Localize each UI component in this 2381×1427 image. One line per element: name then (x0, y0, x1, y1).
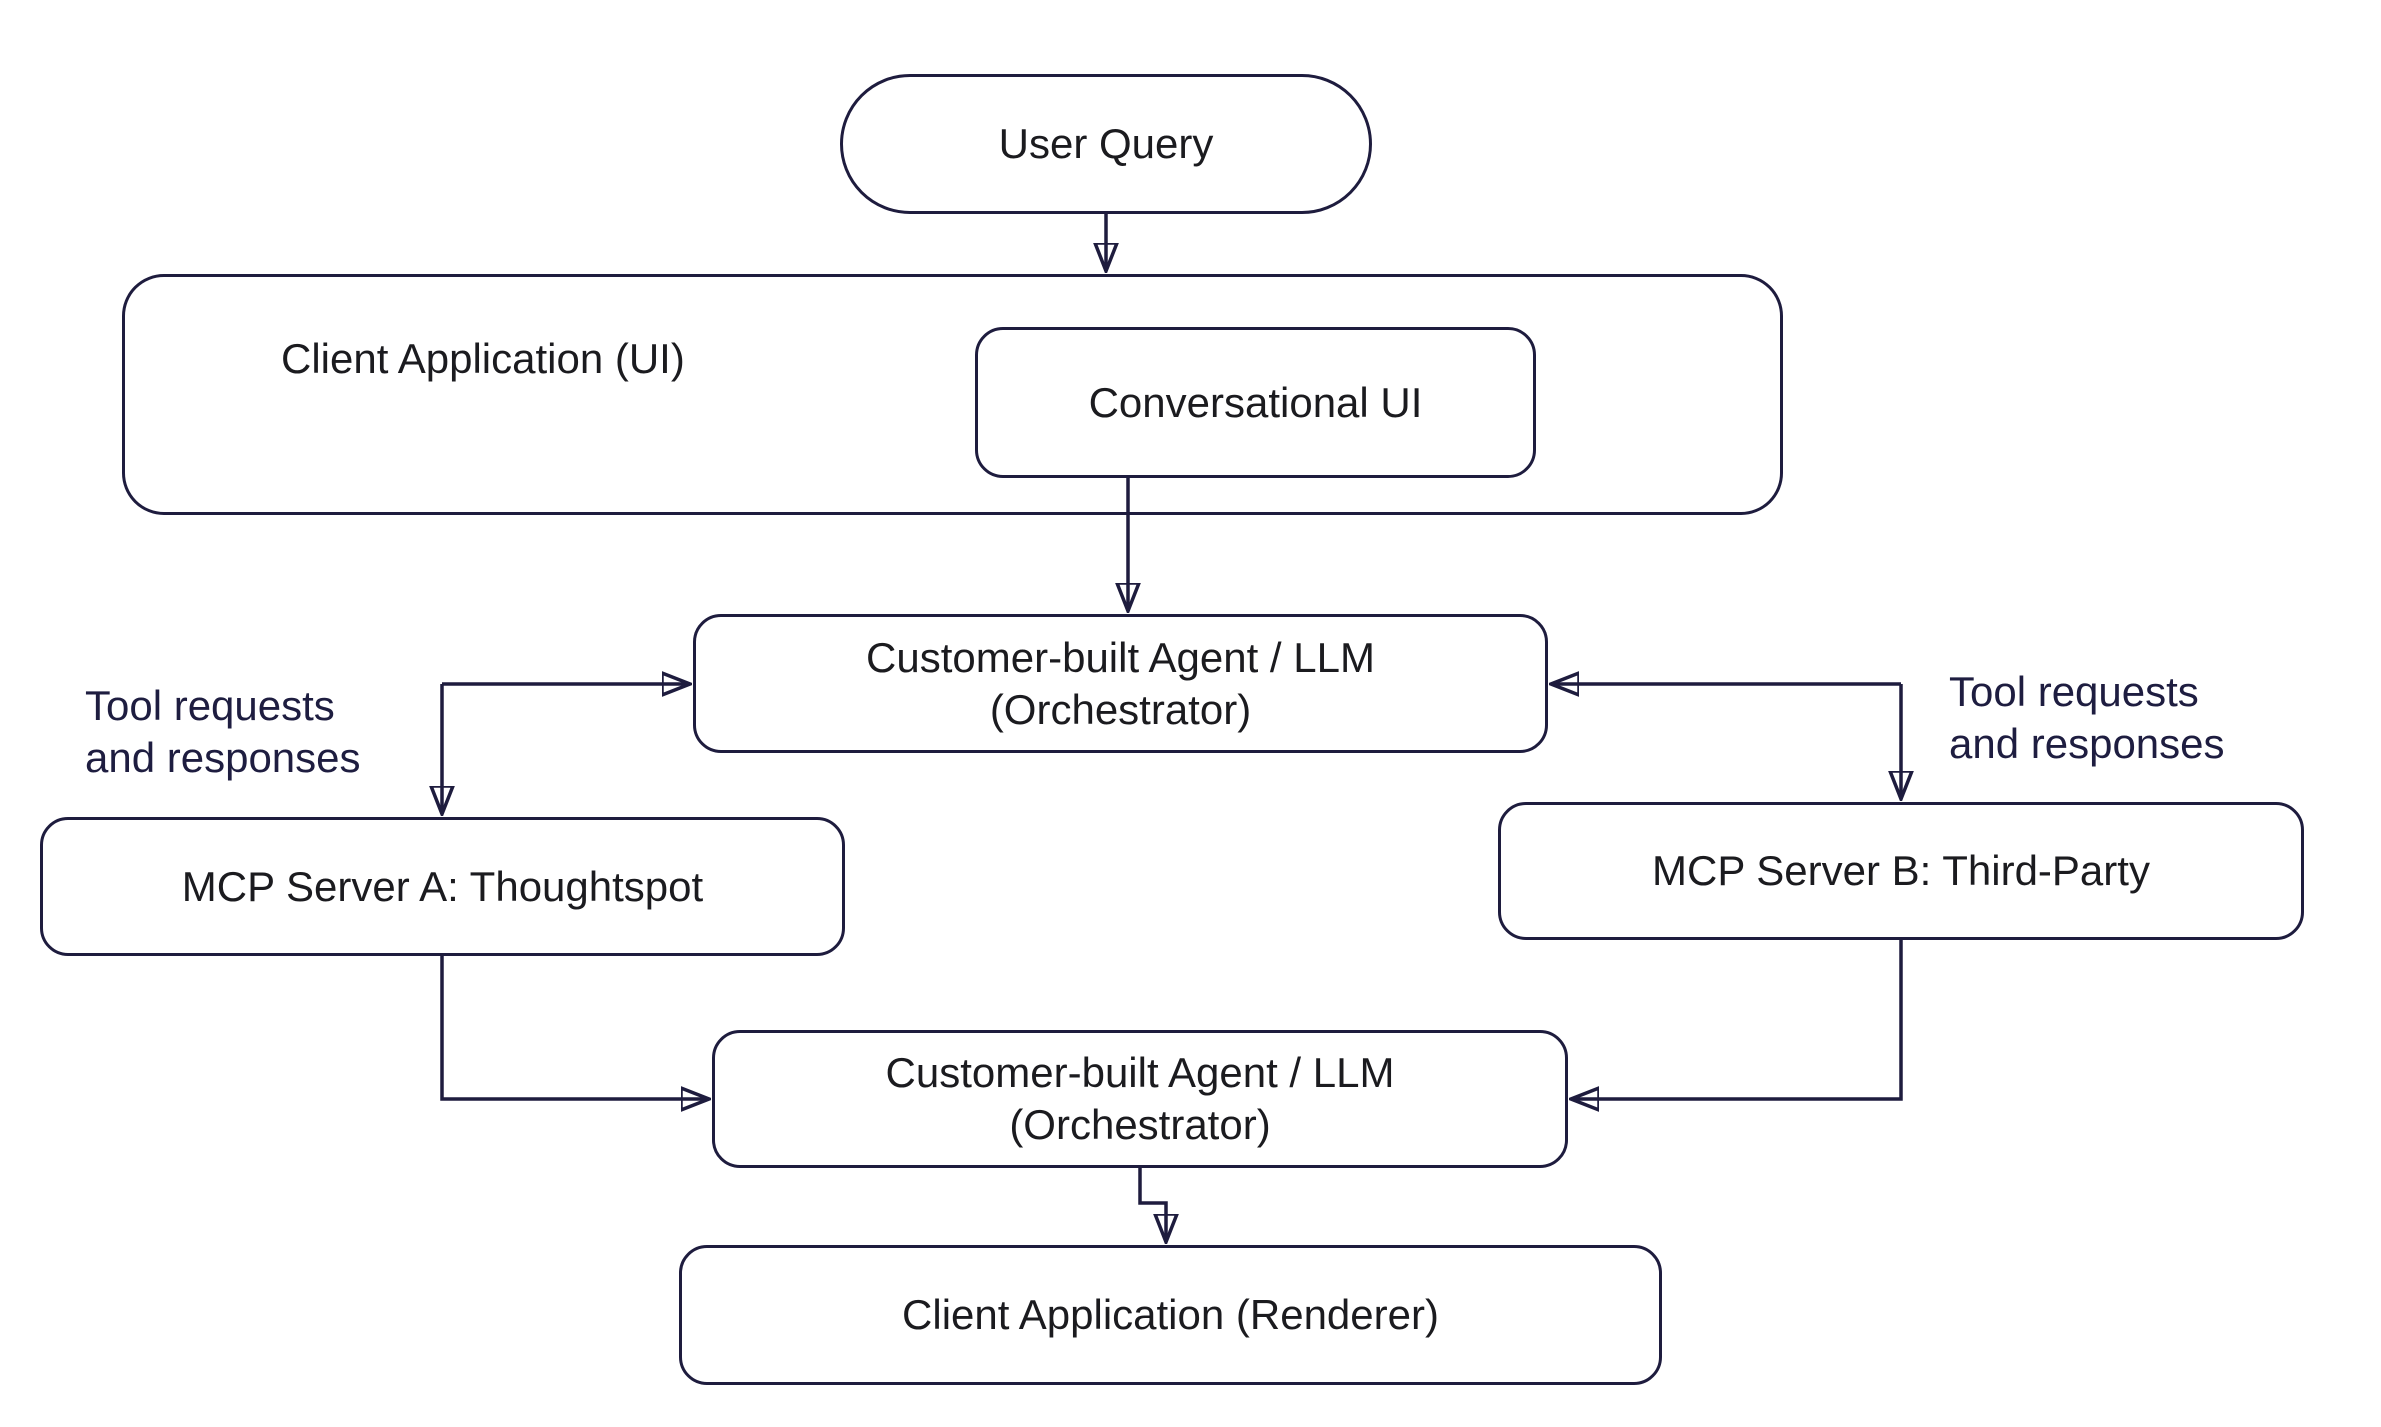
node-client-application-renderer-label: Client Application (Renderer) (902, 1291, 1439, 1338)
node-orchestrator-top-label-line2: (Orchestrator) (989, 685, 1252, 733)
edge-orchestrator-bottom-to-renderer (1138, 1168, 1166, 1242)
node-conversational-ui: Conversational UI (975, 327, 1536, 478)
edge-label-left-line2: and responses (85, 734, 361, 781)
node-orchestrator-top-label-line1: Customer-built Agent / LLM (866, 633, 1375, 681)
node-orchestrator-bottom-label-line2: (Orchestrator) (1009, 1101, 1271, 1148)
edge-mcp-a-to-orchestrator-bottom (440, 956, 709, 1099)
node-orchestrator-bottom-label-line1: Customer-built Agent / LLM (885, 1049, 1395, 1096)
node-mcp-server-a: MCP Server A: Thoughtspot (40, 817, 845, 956)
edge-label-left: Tool requests and responses (85, 680, 361, 784)
node-orchestrator-top: Customer-built Agent / LLM (Orchestrator… (693, 614, 1548, 753)
node-orchestrator-bottom: Customer-built Agent / LLM (Orchestrator… (712, 1030, 1568, 1168)
edge-label-right-line2: and responses (1949, 720, 2225, 767)
edge-label-left-line1: Tool requests (85, 682, 335, 729)
node-mcp-server-b-label: MCP Server B: Third-Party (1652, 847, 2150, 894)
edge-mcp-b-to-orchestrator-bottom (1571, 940, 1903, 1099)
edge-label-right-line1: Tool requests (1949, 668, 2199, 715)
edge-label-right: Tool requests and responses (1949, 666, 2225, 770)
node-client-application-ui-label: Client Application (UI) (281, 335, 685, 382)
node-mcp-server-a-label: MCP Server A: Thoughtspot (181, 862, 704, 910)
node-client-application-renderer: Client Application (Renderer) (679, 1245, 1662, 1385)
node-user-query: User Query (840, 74, 1372, 214)
node-user-query-label: User Query (998, 120, 1214, 167)
node-conversational-ui-label: Conversational UI (1088, 378, 1423, 426)
node-client-application-ui: Client Application (UI) Conversational U… (122, 274, 1783, 515)
node-mcp-server-b: MCP Server B: Third-Party (1498, 802, 2304, 940)
